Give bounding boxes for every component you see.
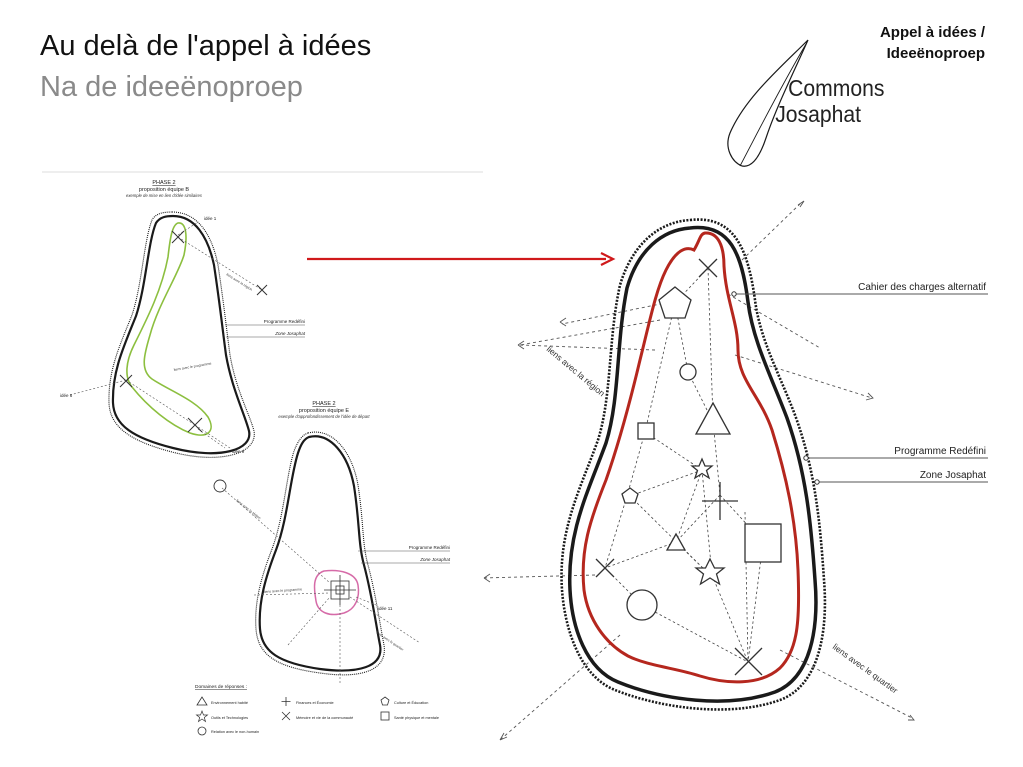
- arrow-head-icon: [600, 252, 616, 266]
- diagram-e-outer-zone: [258, 435, 382, 672]
- diagram-e-phase: PHASE 2: [312, 401, 335, 407]
- diagram-b-note: exemple de mise en lien d'idée similaire…: [126, 193, 203, 198]
- star-icon: [195, 710, 209, 723]
- big-outer-zone: [567, 225, 818, 703]
- square-icon: [744, 523, 782, 563]
- star-icon: [690, 457, 714, 480]
- diagram-b-idee1: idée 1: [204, 216, 217, 221]
- cross-icon: [281, 711, 291, 721]
- big-quartier-label: liens avec le quartier: [831, 642, 900, 696]
- diagram-e-pink-zone: [313, 569, 360, 616]
- diagram-e-outer-dotted: [255, 431, 385, 676]
- diagram-b-green-zone: [126, 222, 212, 436]
- diagram-b-lien2: liens avec le programme: [173, 361, 211, 372]
- diagram-b-outer-zone: [111, 214, 251, 455]
- big-diagram: Cahier des charges alternatif Programme …: [481, 200, 988, 741]
- square-icon: [637, 422, 655, 440]
- plus-icon: [702, 482, 738, 520]
- legend: Domaines de réponses : Environnement hab…: [195, 684, 439, 736]
- diagram-e-prog: Programme Redéfini: [409, 545, 450, 550]
- page-subtitle: Na de ideeënoproep: [40, 71, 303, 103]
- diagram-e-lien2: liens avec le programme: [264, 587, 302, 594]
- big-zone-label: Zone Josaphat: [920, 470, 986, 481]
- big-outer-dotted-zone: [560, 218, 827, 711]
- legend-item-5: Santé physique et mentale: [394, 716, 439, 720]
- triangle-icon: [694, 401, 732, 435]
- circle-icon: [213, 479, 227, 493]
- commons-josaphat-logo: Commons Josaphat: [727, 39, 884, 167]
- legend-heading: Domaines de réponses :: [195, 684, 247, 690]
- legend-item-0: Environnement habité: [211, 701, 248, 705]
- diagram-e-zone: Zone Josaphat: [419, 557, 451, 562]
- legend-item-6: Relation avec le non-humain: [211, 730, 259, 734]
- diagram-b: PHASE 2 proposition équipe B exemple de …: [60, 180, 306, 458]
- diagram-e-note: exemple d'approfondissement de l'idée de…: [278, 414, 370, 419]
- logo-line-2: Josaphat: [775, 101, 861, 127]
- diagram-b-prog: Programme Redéfini: [264, 319, 305, 324]
- tag-line-1: Appel à idées /: [879, 24, 985, 41]
- logo-line-1: Commons: [788, 75, 884, 101]
- big-red-zone: [581, 231, 801, 684]
- diagram-b-zone: Zone Josaphat: [274, 331, 306, 336]
- square-icon: [380, 711, 390, 721]
- cross-icon: [595, 558, 615, 578]
- page-title: Au delà de l'appel à idées: [40, 30, 372, 62]
- pentagon-icon: [380, 696, 390, 706]
- circle-icon: [626, 589, 658, 621]
- tag-line-2: Ideeënoproep: [886, 45, 985, 62]
- circle-icon: [197, 726, 207, 736]
- diagram-b-team: proposition équipe B: [139, 187, 189, 193]
- big-cahier-label: Cahier des charges alternatif: [858, 282, 986, 293]
- diagram-e-lien1: liens avec la région: [235, 499, 261, 521]
- header-tag: Appel à idées / Ideeënoproep: [880, 22, 985, 64]
- leaf-icon: [727, 39, 809, 167]
- legend-item-1: Finances et Économie: [296, 700, 334, 705]
- diagram-b-phase: PHASE 2: [152, 180, 175, 186]
- big-prog-label: Programme Redéfini: [894, 446, 986, 457]
- pentagon-icon: [658, 286, 692, 319]
- legend-item-2: Culture et Éducation: [394, 700, 428, 705]
- cross-icon: [698, 258, 718, 278]
- legend-item-4: Mémoire et vie de la communauté: [296, 716, 353, 720]
- legend-item-3: Outils et Technologies: [211, 716, 248, 720]
- diagram-e-idee11: idée 11: [378, 606, 393, 611]
- small-diagrams-panel: PHASE 2 proposition équipe B exemple de …: [42, 171, 483, 736]
- star-icon: [694, 557, 726, 586]
- triangle-icon: [665, 532, 687, 551]
- triangle-icon: [196, 696, 208, 706]
- big-region-label: liens avec la région: [545, 344, 607, 399]
- circle-icon: [679, 363, 697, 381]
- diagram-b-idee9: idée 9: [232, 449, 245, 454]
- diagram-b-outer-dotted: [108, 211, 255, 458]
- diagram-e: PHASE 2 proposition équipe E exemple d'a…: [213, 401, 451, 685]
- plus-icon: [281, 697, 291, 706]
- diagram-e-team: proposition équipe E: [299, 408, 349, 414]
- cross-icon: [734, 647, 763, 676]
- red-arrow: [307, 252, 616, 266]
- diagram-b-idee6: idée 6: [60, 393, 73, 398]
- pentagon-icon: [621, 487, 639, 504]
